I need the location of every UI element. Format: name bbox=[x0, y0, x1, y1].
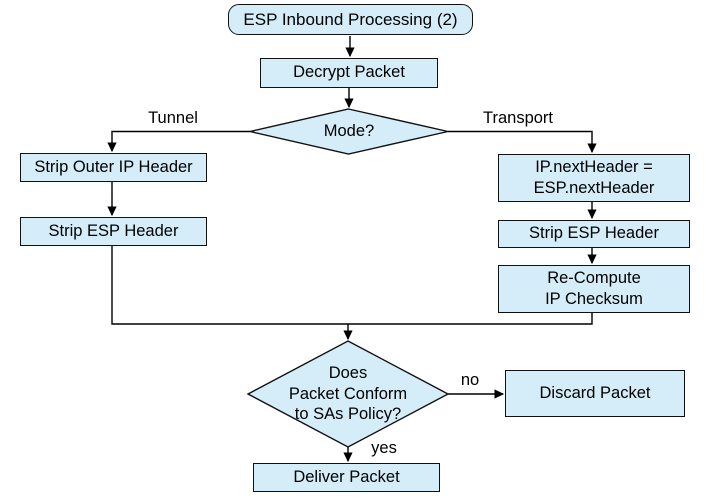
policy-decision-shape bbox=[246, 340, 450, 448]
edge-label-no: no bbox=[460, 371, 480, 389]
edge-label-transport: Transport bbox=[483, 109, 553, 127]
node-decrypt-packet: Decrypt Packet bbox=[260, 58, 438, 88]
edge-label-tunnel: Tunnel bbox=[148, 109, 198, 127]
node-deliver-packet: Deliver Packet bbox=[253, 463, 440, 492]
node-recompute-ip-checksum: Re-Compute IP Checksum bbox=[498, 265, 690, 313]
edge-merge-right bbox=[348, 313, 593, 325]
edge-label-yes: yes bbox=[371, 439, 397, 457]
edge-mode-transport-branch bbox=[448, 130, 597, 154]
node-strip-esp-header-left: Strip ESP Header bbox=[20, 217, 207, 246]
node-strip-esp-header-right: Strip ESP Header bbox=[498, 220, 690, 248]
node-ip-nextheader: IP.nextHeader = ESP.nextHeader bbox=[498, 154, 690, 202]
node-start: ESP Inbound Processing (2) bbox=[228, 4, 473, 35]
node-discard-packet: Discard Packet bbox=[505, 370, 685, 417]
edge-mode-tunnel-branch bbox=[107, 130, 250, 153]
node-strip-outer-ip-header: Strip Outer IP Header bbox=[20, 153, 207, 182]
edge-merge-left bbox=[111, 246, 348, 325]
mode-decision-shape bbox=[249, 108, 449, 155]
